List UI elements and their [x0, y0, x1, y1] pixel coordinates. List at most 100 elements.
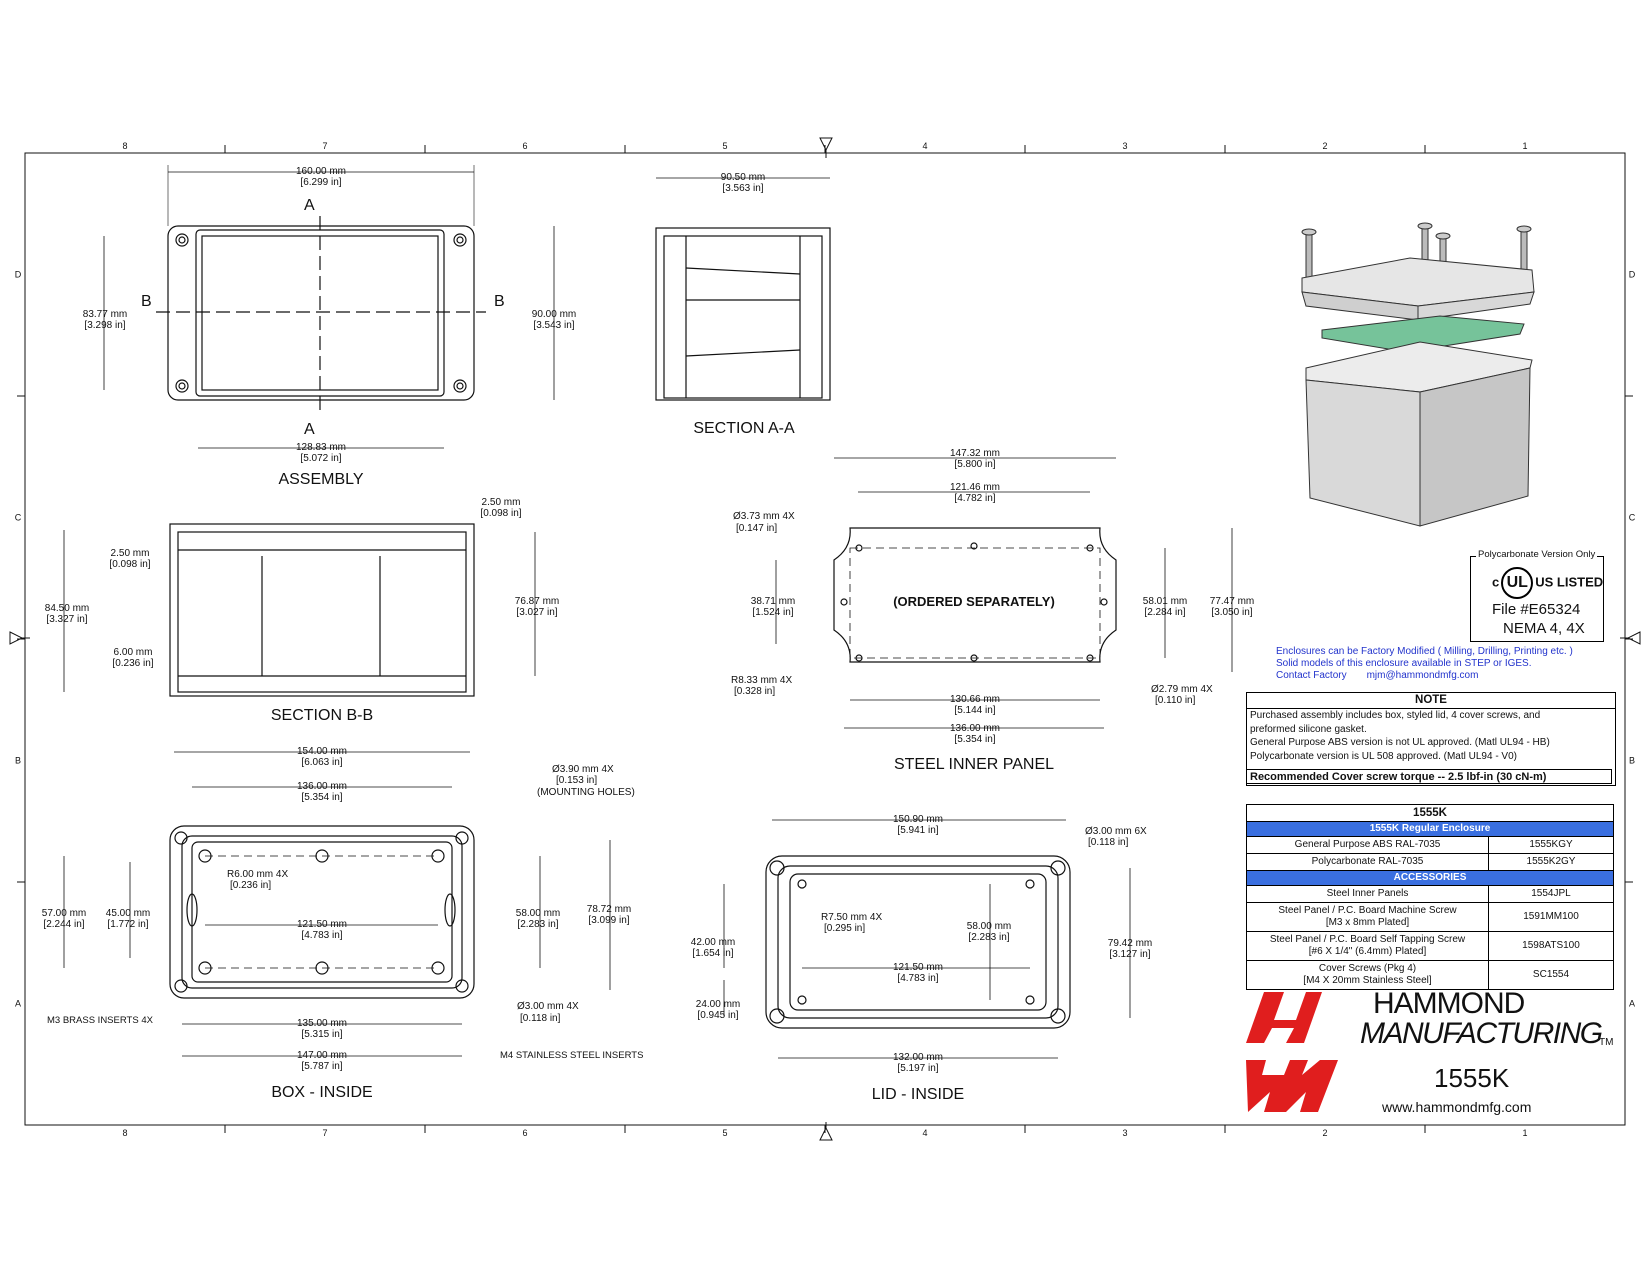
dim-box-w3-in: [4.783 in] — [301, 930, 342, 941]
dim-lid-h3-mm: 79.42 mm — [1108, 938, 1152, 949]
note-line: General Purpose ABS version is not UL ap… — [1250, 737, 1550, 748]
section-bb-labels: 2.50 mm [0.098 in] 2.50 mm [0.098 in] 84… — [45, 497, 559, 724]
ul-listed-text: US LISTED — [1535, 574, 1604, 590]
dim-panel-h3-in: [3.050 in] — [1211, 607, 1252, 618]
dim-lid-w2-in: [4.783 in] — [897, 973, 938, 984]
note-title: NOTE — [1247, 693, 1615, 709]
assembly-view — [103, 165, 555, 449]
dim-bb-wall-in: [0.098 in] — [109, 559, 150, 570]
part-description: Steel Inner Panels — [1246, 885, 1489, 903]
dim-lid-h2-in: [2.283 in] — [968, 932, 1009, 943]
dim-bb-height-mm: 84.50 mm — [45, 603, 89, 614]
dim-bb-inner-mm: 76.87 mm — [515, 596, 559, 607]
zone-label-col: 8 — [122, 141, 127, 151]
ul-version-label: Polycarbonate Version Only — [1476, 549, 1598, 560]
dim-box-h4-in: [3.099 in] — [588, 915, 629, 926]
section-mark-a-top: A — [304, 197, 315, 214]
dim-panel-w2-in: [4.782 in] — [954, 493, 995, 504]
dim-box-h3-in: [2.283 in] — [517, 919, 558, 930]
dim-aa-top-in: [3.563 in] — [722, 183, 763, 194]
dim-lid-w3-mm: 132.00 mm — [893, 1052, 943, 1063]
part-desc-line1: Steel Inner Panels — [1326, 888, 1409, 899]
dim-lid-h2-mm: 58.00 mm — [967, 921, 1011, 932]
ul-circle-icon: UL — [1501, 567, 1534, 599]
center-arrows — [9, 137, 1641, 1141]
section-aa-title: SECTION A-A — [693, 420, 795, 437]
assembly-title: ASSEMBLY — [278, 471, 363, 488]
part-desc-line1: Cover Screws (Pkg 4) — [1318, 963, 1417, 974]
factory-line2: Solid models of this enclosure available… — [1276, 658, 1532, 669]
section-aa-view — [655, 177, 831, 401]
dim-assembly-left-mm: 83.77 mm — [83, 309, 127, 320]
dim-box-mnt-note: (MOUNTING HOLES) — [537, 787, 635, 798]
zone-label-col: 8 — [122, 1128, 127, 1138]
dim-panel-rad-mm: R8.33 mm 4X — [731, 675, 792, 686]
dim-assembly-bottom-mm: 128.83 mm — [296, 442, 346, 453]
dim-aa-top-mm: 90.50 mm — [721, 172, 765, 183]
part-desc-line2: [M4 X 20mm Stainless Steel] — [1303, 975, 1432, 986]
section-mark-a-bottom: A — [304, 421, 315, 438]
dim-assembly-right-in: [3.543 in] — [533, 320, 574, 331]
section-bb-title: SECTION B-B — [271, 707, 373, 724]
dim-bb-wall-mm: 2.50 mm — [111, 548, 150, 559]
box-inside-labels: 154.00 mm [6.063 in] 136.00 mm [5.354 in… — [42, 746, 644, 1101]
dim-lid-h3-in: [3.127 in] — [1109, 949, 1150, 960]
part-number: 1555KGY — [1488, 836, 1614, 854]
zone-label-col: 4 — [922, 1128, 927, 1138]
section-mark-b-right: B — [494, 293, 505, 310]
dim-panel-w1-in: [5.800 in] — [954, 459, 995, 470]
part-number: 1554JPL — [1488, 885, 1614, 903]
dim-bb-top-in: [0.098 in] — [480, 508, 521, 519]
note-line: Polycarbonate version is UL 508 approved… — [1250, 750, 1517, 762]
zone-label-col: 3 — [1122, 141, 1127, 151]
part-number: 1591MM100 — [1488, 902, 1614, 932]
zone-label-row: C — [1629, 513, 1636, 523]
dim-panel-hole2-mm: Ø2.79 mm 4X — [1151, 684, 1213, 695]
zone-label-row: B — [15, 756, 21, 766]
contact-email-link[interactable]: mjm@hammondmfg.com — [1366, 670, 1479, 681]
dim-lid-rad-mm: R7.50 mm 4X — [821, 912, 882, 923]
torque-note: Recommended Cover screw torque -- 2.5 lb… — [1246, 769, 1612, 784]
dim-panel-h1-in: [1.524 in] — [752, 607, 793, 618]
dim-box-w1-mm: 154.00 mm — [297, 746, 347, 757]
parts-section-enclosure: 1555K Regular Enclosure — [1246, 821, 1614, 837]
zone-label-col: 6 — [522, 1128, 527, 1138]
dim-assembly-left-in: [3.298 in] — [84, 320, 125, 331]
dim-panel-h2-in: [2.284 in] — [1144, 607, 1185, 618]
dim-lid-h1-in: [1.654 in] — [692, 948, 733, 959]
box-inside-view — [63, 751, 611, 1057]
zone-label-col: 7 — [322, 1128, 327, 1138]
dim-box-h4-mm: 78.72 mm — [587, 904, 631, 915]
box-steel-inserts: M4 STAINLESS STEEL INSERTS — [500, 1050, 643, 1061]
brand-name-line2: MANUFACTURING — [1360, 1017, 1603, 1050]
dim-box-w5-mm: 147.00 mm — [297, 1050, 347, 1061]
zone-label-row: B — [1629, 756, 1635, 766]
dim-assembly-top-in: [6.299 in] — [300, 177, 341, 188]
dim-box-w4-in: [5.315 in] — [301, 1029, 342, 1040]
dim-lid-w2-mm: 121.50 mm — [893, 962, 943, 973]
dim-bb-base-in: [0.236 in] — [112, 658, 153, 669]
dim-box-h1-mm: 57.00 mm — [42, 908, 86, 919]
lid-inside-title: LID - INSIDE — [872, 1086, 964, 1103]
dim-box-rad-in: [0.236 in] — [230, 880, 271, 891]
dim-box-w2-mm: 136.00 mm — [297, 781, 347, 792]
zone-label-col: 2 — [1322, 141, 1327, 151]
dim-box-w2-in: [5.354 in] — [301, 792, 342, 803]
exploded-3d-illustration — [1301, 222, 1535, 527]
parts-table: 1555K 1555K Regular Enclosure General Pu… — [1246, 804, 1614, 990]
part-desc-line1: Steel Panel / P.C. Board Self Tapping Sc… — [1269, 934, 1466, 945]
zone-label-col: 3 — [1122, 1128, 1127, 1138]
model-number: 1555K — [1434, 1063, 1510, 1093]
section-aa-labels: 90.50 mm [3.563 in] SECTION A-A — [693, 172, 795, 437]
contact-factory-link[interactable]: Contact Factory — [1276, 670, 1347, 681]
factory-note: Enclosures can be Factory Modified ( Mil… — [1276, 646, 1573, 682]
part-description: Steel Panel / P.C. Board Self Tapping Sc… — [1246, 931, 1489, 961]
zone-label-col: 4 — [922, 141, 927, 151]
steel-panel-title: STEEL INNER PANEL — [894, 756, 1054, 773]
website-link[interactable]: www.hammondmfg.com — [1382, 1099, 1532, 1115]
dim-box-h1-in: [2.244 in] — [43, 919, 84, 930]
dim-bb-base-mm: 6.00 mm — [114, 647, 153, 658]
dim-box-w3-mm: 121.50 mm — [297, 919, 347, 930]
